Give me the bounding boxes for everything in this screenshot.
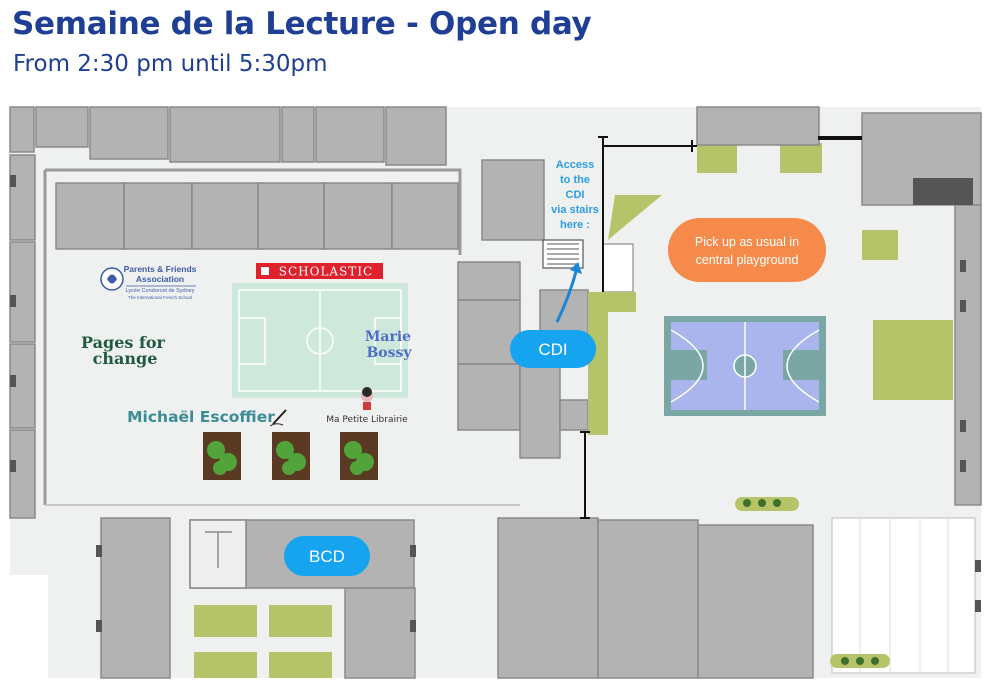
access-note: Access to the CDI via stairs here : <box>551 159 599 231</box>
room-tag-cdi-label: CDI <box>538 340 567 359</box>
michael-label: Michaël Escoffier <box>127 408 275 426</box>
building-top-right <box>696 106 982 506</box>
pickup-line2: central playground <box>696 253 799 267</box>
stall-scholastic: SCHOLASTIC <box>256 263 383 279</box>
building-bottom-right <box>831 517 976 674</box>
stall-michael-escoffier: Michaël Escoffier <box>127 408 287 427</box>
pickup-bubble: Pick up as usual in central playground <box>668 218 826 282</box>
stall-marie-bossy: Marie Bossy <box>365 329 412 361</box>
pfa-label-2: Association <box>136 274 184 284</box>
scholastic-label: SCHOLASTIC <box>279 265 374 279</box>
access-note-line2: to the <box>560 174 590 186</box>
stall-pages-for-change: Pages for change <box>81 333 165 368</box>
building-classroom-row <box>55 182 459 250</box>
boundary-lines <box>580 136 697 519</box>
pfa-label-4: The International French School <box>128 295 192 300</box>
building-left-column <box>9 154 36 519</box>
marie-label-1: Marie <box>365 329 411 345</box>
page-title: Semaine de la Lecture - Open day <box>12 6 592 42</box>
shrubs <box>735 497 890 668</box>
side-stairs <box>602 243 634 293</box>
pickup-line1: Pick up as usual in <box>695 235 799 249</box>
door-markers <box>10 175 981 632</box>
marie-label-2: Bossy <box>366 345 412 361</box>
page-subtitle: From 2:30 pm until 5:30pm <box>13 51 328 77</box>
access-note-line5: here : <box>560 219 590 231</box>
stall-ma-petite-librairie: Ma Petite Librairie <box>326 387 408 425</box>
room-tag-bcd-label: BCD <box>309 547 345 566</box>
stairs-arrow <box>555 267 579 323</box>
football-field <box>232 283 408 398</box>
pages-label-1: Pages for <box>81 333 165 352</box>
map-corner-cutout <box>10 575 48 678</box>
librairie-label: Ma Petite Librairie <box>326 415 408 425</box>
pfa-label-1: Parents & Friends <box>124 264 197 274</box>
building-bottom-middle <box>497 517 814 679</box>
access-note-line4: via stairs <box>551 204 599 216</box>
tree-planters <box>203 432 378 480</box>
pen-icon <box>272 409 287 425</box>
pages-label-2: change <box>93 349 158 368</box>
stall-pfa: Parents & Friends Association Lycée Cond… <box>100 264 197 300</box>
basketball-court <box>664 316 826 416</box>
courtyard-wall-top <box>45 168 462 255</box>
room-tag-bcd[interactable]: BCD <box>284 536 370 576</box>
access-note-line1: Access <box>556 159 595 171</box>
scholastic-book-icon <box>261 267 269 275</box>
building-top-left <box>9 106 447 166</box>
pfa-label-3: Lycée Condorcet de Sydney <box>126 288 195 294</box>
room-tag-cdi[interactable]: CDI <box>510 330 596 368</box>
access-note-line3: CDI <box>566 189 585 201</box>
